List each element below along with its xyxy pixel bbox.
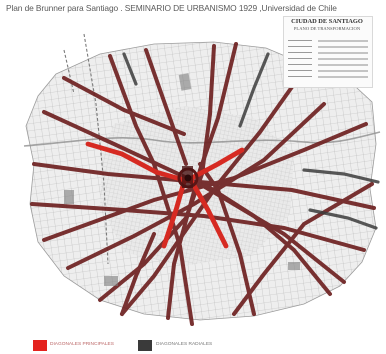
radial-diagonals-swatch [138, 340, 152, 351]
central-plaza [177, 166, 199, 189]
legend-key-line [288, 40, 312, 41]
railway-line [63, 33, 109, 265]
legend-key-line [288, 64, 312, 65]
radial-diagonals-label: DIAGONALES RADIALES [156, 342, 213, 347]
legend-key-line [288, 58, 312, 59]
legend-key-text [318, 58, 368, 60]
principal-diagonals-swatch [33, 340, 47, 351]
map-title: Plan de Brunner para Santiago . SEMINARI… [6, 3, 337, 13]
legend-key-text [318, 76, 368, 78]
legend-key-text [318, 52, 368, 54]
parks [64, 73, 300, 286]
legend-key-text [318, 70, 368, 72]
plan-legend-heading: CIUDAD DE SANTIAGO [291, 18, 363, 25]
city-plan-svg [23, 33, 381, 326]
plan-legend-subheading: PLANO DE TRANSFORMACION [293, 26, 361, 31]
legend-key-text [318, 40, 368, 42]
map-legend: DIAGONALES PRINCIPALES DIAGONALES RADIAL… [0, 338, 386, 354]
legend-key-text [318, 46, 368, 48]
radial-avenues [30, 42, 376, 326]
city-plan-map [4, 14, 382, 336]
legend-key-line [288, 46, 312, 47]
legend-key-text [318, 64, 368, 66]
dark-radial-axes [122, 52, 380, 230]
principal-diagonals [85, 141, 245, 249]
legend-key-line [288, 52, 312, 53]
legend-key-line [288, 70, 312, 71]
legend-key-line [288, 76, 312, 77]
principal-diagonals-label: DIAGONALES PRINCIPALES [50, 342, 114, 347]
